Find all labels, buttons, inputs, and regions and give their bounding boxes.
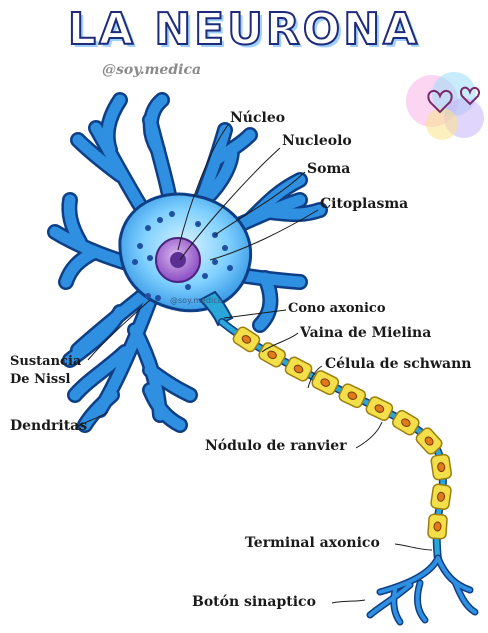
label-sustancia-nissl-2: De Nissl [10, 372, 70, 387]
schwann-cell [431, 454, 452, 480]
schwann-cell [430, 484, 451, 510]
label-nucleo: Núcleo [230, 110, 285, 126]
label-citoplasma: Citoplasma [320, 196, 408, 212]
label-boton-sinaptico: Botón sinaptico [192, 594, 316, 610]
inline-watermark: @soy.medica [170, 296, 223, 305]
axon-terminals [370, 558, 475, 622]
label-celula-schwann: Célula de schwann [325, 356, 471, 372]
label-dendritas: Dendritas [10, 418, 87, 434]
label-cono-axonico: Cono axonico [288, 301, 386, 316]
label-nodulo-ranvier: Nódulo de ranvier [205, 438, 347, 454]
label-terminal-axonico: Terminal axonico [245, 535, 380, 551]
schwann-nucleus [434, 522, 442, 531]
label-vaina-mielina: Vaina de Mielina [300, 325, 431, 341]
label-sustancia-nissl-1: Sustancia [10, 354, 81, 369]
label-soma: Soma [307, 161, 350, 177]
label-nucleolo: Nucleolo [282, 133, 352, 149]
schwann-cell [428, 514, 448, 539]
